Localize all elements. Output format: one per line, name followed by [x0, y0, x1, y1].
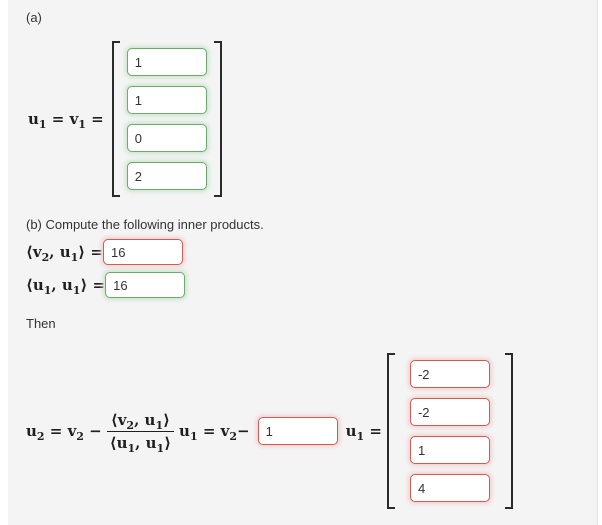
vector-u1-entry-3[interactable] — [126, 124, 207, 152]
vector-u2-entry-1[interactable] — [409, 360, 490, 388]
fraction-numerator: ⟨v2, u1⟩ — [106, 411, 174, 432]
vector-u1-entries — [120, 41, 214, 197]
vector-u2-entries — [395, 353, 505, 509]
vector-u2-entry-3[interactable] — [409, 436, 490, 464]
part-b-heading: (b) Compute the following inner products… — [26, 217, 264, 232]
u1-u1-inner-product-input[interactable] — [105, 272, 186, 298]
v2-u1-inner-product-label: ⟨v2, u1⟩ = — [26, 243, 103, 264]
vector-u2-matrix — [386, 353, 513, 509]
vector-u1-entry-4[interactable] — [126, 162, 207, 190]
inner-product-row-2: ⟨u1, u1⟩ = — [26, 271, 597, 299]
u2-equation: u2 = v2 − ⟨v2, u1⟩ ⟨u1, u1⟩ u1 = v2− u1 … — [26, 353, 597, 509]
u2-equals-v2-minus-label: u2 = v2 − — [26, 422, 102, 443]
right-bracket — [504, 353, 513, 509]
then-label: Then — [26, 316, 56, 331]
vector-u2-entry-4[interactable] — [409, 474, 490, 502]
v2-u1-inner-product-input[interactable] — [103, 239, 183, 265]
part-a-equation: u1 = v1 = — [28, 41, 597, 197]
vector-u1-entry-2[interactable] — [126, 86, 207, 114]
vector-u2-entry-2[interactable] — [409, 398, 490, 426]
right-bracket — [213, 41, 222, 197]
fraction-denominator: ⟨u1, u1⟩ — [109, 433, 172, 455]
vector-u1-matrix — [111, 41, 222, 197]
u1-equals-label: u1 = — [345, 422, 382, 443]
u1-equals-v2-minus-label: u1 = v2− — [179, 422, 250, 443]
scalar-coefficient-input[interactable] — [257, 417, 338, 445]
inner-product-row-1: ⟨v2, u1⟩ = — [26, 238, 597, 266]
left-bracket — [386, 353, 395, 509]
inner-product-fraction: ⟨v2, u1⟩ ⟨u1, u1⟩ — [106, 411, 175, 455]
u1-equals-v1-label: u1 = v1 = — [28, 110, 104, 131]
vector-u1-entry-1[interactable] — [126, 48, 207, 76]
assignment-panel: (a) u1 = v1 = (b) Compute the following … — [8, 0, 598, 525]
left-bracket — [111, 41, 120, 197]
part-a-label: (a) — [26, 10, 42, 25]
u1-u1-inner-product-label: ⟨u1, u1⟩ = — [26, 276, 106, 297]
